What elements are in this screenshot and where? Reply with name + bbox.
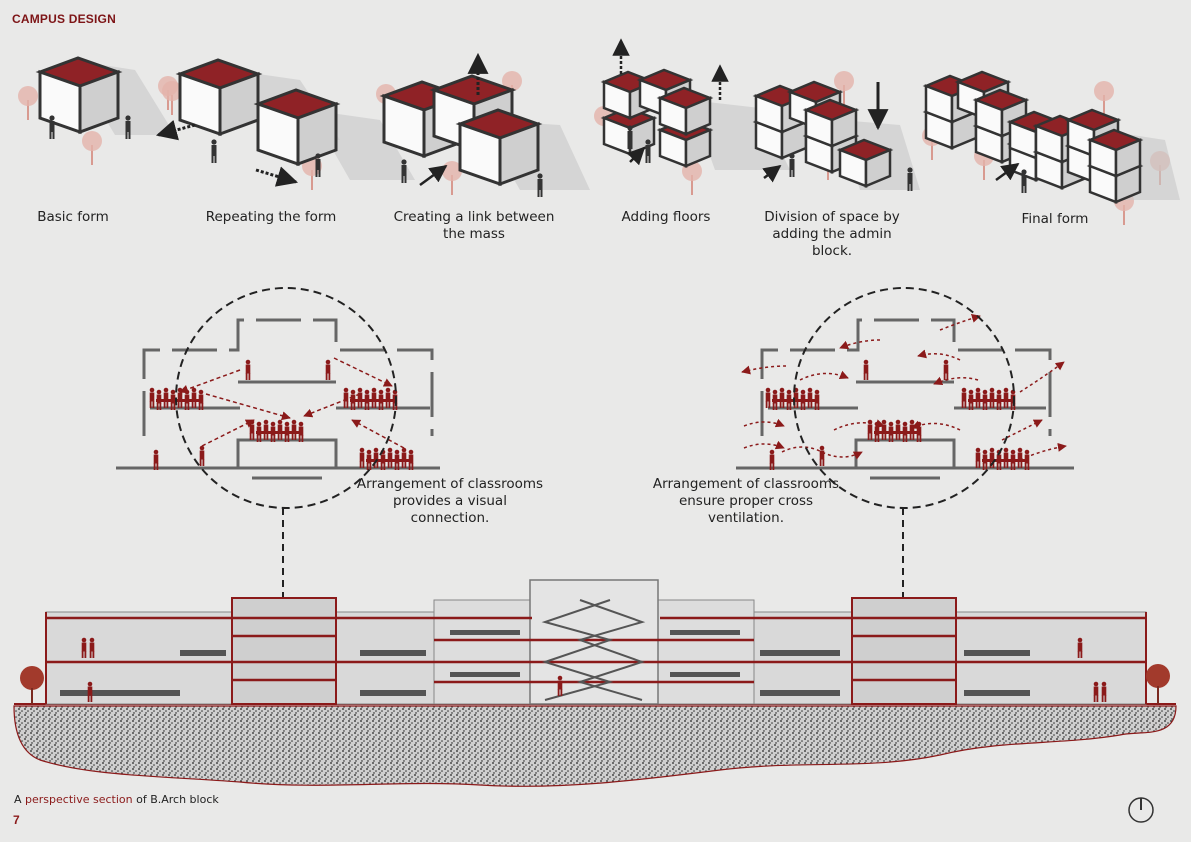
form-final — [922, 72, 1180, 225]
caption-highlight: perspective section — [25, 793, 133, 806]
step-label-repeating: Repeating the form — [196, 209, 346, 226]
page-number: 7 — [13, 813, 20, 827]
step-label-link: Creating a link between the mass — [386, 209, 562, 243]
caption-visual-connection: Arrangement of classrooms provides a vis… — [352, 476, 548, 527]
step-label-basic-form: Basic form — [18, 209, 128, 226]
form-admin — [756, 71, 920, 191]
form-basic — [18, 58, 178, 165]
section-detail-visual — [116, 288, 440, 632]
section-detail-ventilation — [736, 288, 1074, 632]
form-repeat — [158, 60, 415, 190]
step-label-floors: Adding floors — [606, 209, 726, 226]
section-caption: A perspective section of B.Arch block — [14, 793, 219, 806]
north-arrow-icon — [1129, 798, 1153, 822]
caption-suffix: of B.Arch block — [133, 793, 219, 806]
caption-cross-ventilation: Arrangement of classrooms ensure proper … — [646, 476, 846, 527]
step-label-admin: Division of space by adding the admin bl… — [752, 209, 912, 260]
perspective-section — [14, 580, 1176, 786]
caption-prefix: A — [14, 793, 25, 806]
step-label-final: Final form — [1000, 211, 1110, 228]
